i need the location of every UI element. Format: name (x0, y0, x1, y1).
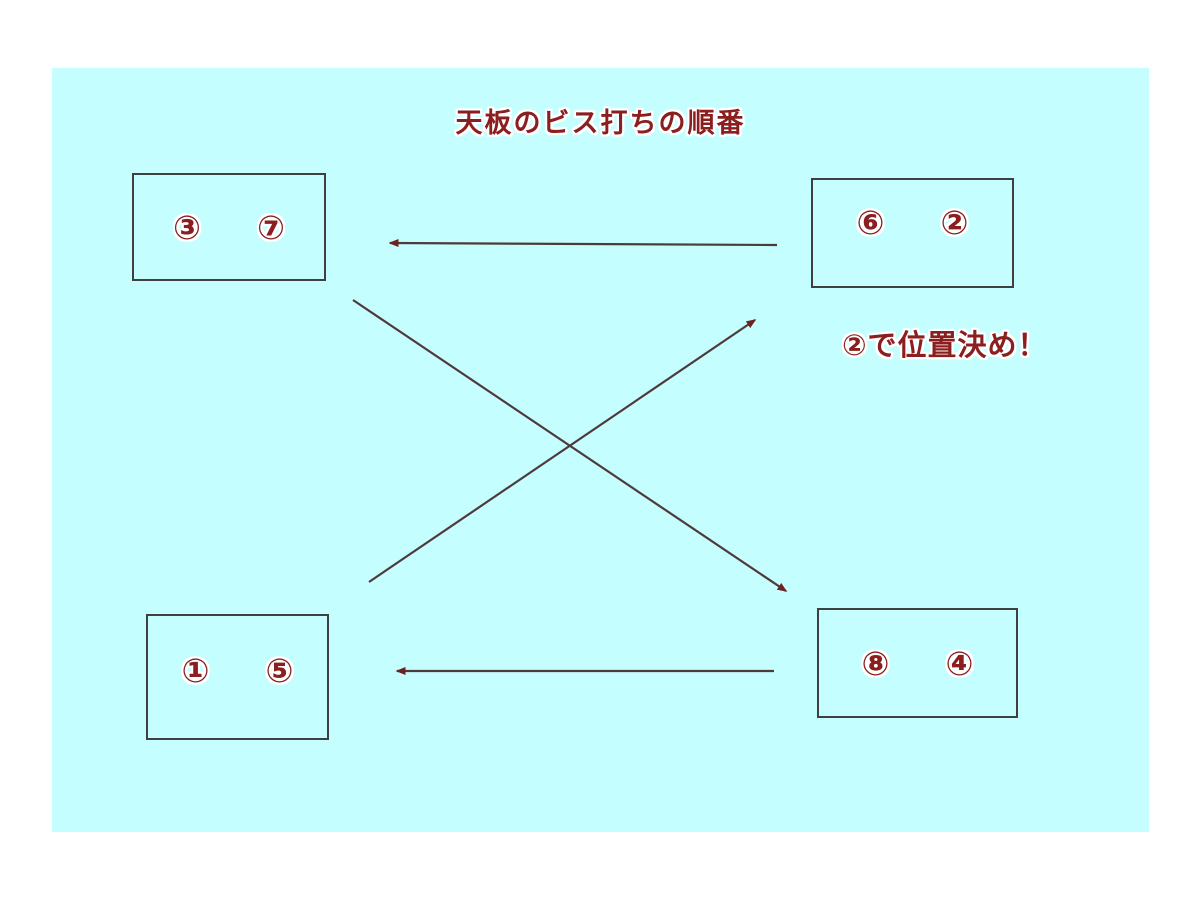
screw-number: ③ (173, 207, 201, 247)
positioning-note: ②で位置決め！ (842, 328, 1048, 362)
screw-number: ⑦ (257, 207, 285, 247)
screw-number: ⑥ (856, 202, 885, 242)
screw-box-bottom-right: ⑧ ④ (817, 608, 1018, 718)
screw-number: ⑧ (861, 643, 890, 683)
screw-box-bottom-left: ① ⑤ (146, 614, 329, 740)
screw-box-top-left: ③ ⑦ (132, 173, 326, 281)
screw-box-top-right: ⑥ ② (811, 178, 1014, 288)
screw-number: ② (940, 202, 969, 242)
screw-number: ④ (945, 643, 974, 683)
screw-number: ⑤ (265, 650, 294, 690)
diagram-title: 天板のビス打ちの順番 (455, 108, 746, 139)
screw-number: ① (181, 650, 210, 690)
